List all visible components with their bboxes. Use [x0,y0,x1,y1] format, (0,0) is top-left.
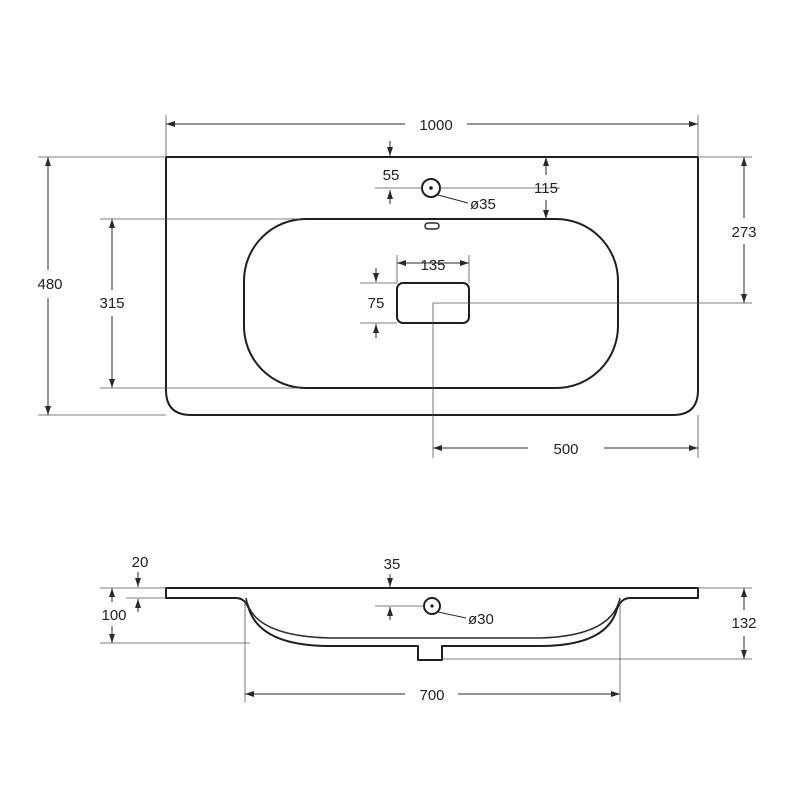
bowl-inner-line [245,597,621,639]
overflow-slot [424,222,440,230]
dim-tap-to-bowl: 115 [534,180,558,197]
dim-drain-height: 75 [368,295,385,312]
dim-drain-from-back: 273 [731,224,756,241]
dim-bowl-depth: 315 [99,295,124,312]
dim-tap-offset: 55 [383,167,400,184]
dim-depth: 480 [37,276,62,293]
dim-rim-thickness: 20 [132,554,149,571]
dim-overflow-offset: 35 [384,556,401,573]
dim-overflow-diameter: ø30 [468,611,494,628]
basin-top-outline [165,156,699,416]
overflow-hole-center [430,604,434,608]
bowl-outline [243,218,619,389]
dim-width: 1000 [419,117,452,134]
dim-drain-width: 135 [420,257,445,274]
dim-bowl-width: 700 [419,687,444,704]
dim-bowl-height: 100 [101,607,126,624]
side-view: 20 100 35 ø30 132 700 [100,554,757,704]
top-view: 1000 480 315 55 ø35 115 273 [37,115,757,458]
dim-total-height: 132 [731,615,756,632]
dim-tap-diameter: ø35 [470,196,496,213]
tap-hole-center [429,186,433,190]
dim-drain-from-side: 500 [553,441,578,458]
